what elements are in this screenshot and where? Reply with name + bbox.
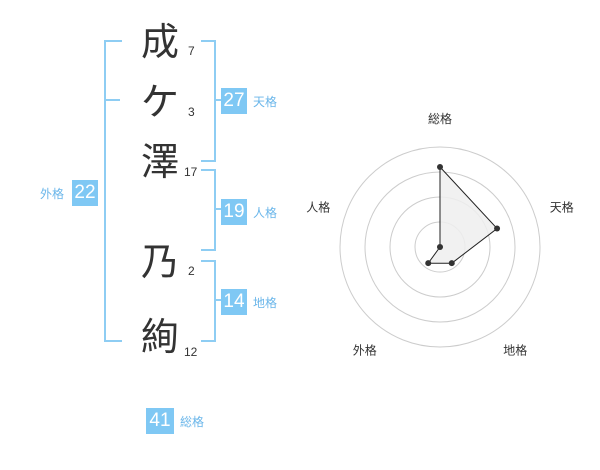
tenkaku-value: 27 xyxy=(221,88,247,114)
soukaku-value: 41 xyxy=(146,408,174,434)
chikaku-value: 14 xyxy=(221,289,247,315)
name-char-2: ケ xyxy=(140,80,179,124)
soukaku-label: 総格 xyxy=(180,415,205,429)
radar-axis-label-3: 地格 xyxy=(503,343,527,358)
radar-axis-label-1: 総格 xyxy=(428,111,452,126)
radar-point-3 xyxy=(448,260,455,267)
chikaku-bracket xyxy=(201,260,216,342)
chikaku-label: 地格 xyxy=(253,296,278,310)
radar-point-2 xyxy=(494,225,501,232)
radar-ring-4 xyxy=(339,146,541,348)
radar-axis-label-4: 外格 xyxy=(353,343,377,358)
gaikaku-bracket-mid xyxy=(104,99,120,101)
gaikaku-label: 外格 xyxy=(40,187,65,201)
radar-point-1 xyxy=(437,164,443,170)
tenkaku-bracket xyxy=(201,40,216,162)
radar-point-4 xyxy=(425,260,432,267)
jinkaku-value: 19 xyxy=(221,199,247,225)
tenkaku-connector xyxy=(215,99,221,101)
stroke-count-2: 3 xyxy=(188,105,195,119)
stroke-count-5: 12 xyxy=(184,345,198,359)
stroke-count-1: 7 xyxy=(188,44,195,58)
name-char-3: 澤 xyxy=(140,140,179,184)
radar-polygon xyxy=(427,165,498,264)
name-char-1: 成 xyxy=(140,20,179,64)
name-char-4: 乃 xyxy=(140,240,179,284)
jinkaku-connector xyxy=(215,208,221,210)
gaikaku-value: 22 xyxy=(72,180,98,206)
name-char-5: 絢 xyxy=(140,315,179,359)
chikaku-connector xyxy=(215,299,221,301)
jinkaku-label: 人格 xyxy=(253,206,278,220)
radar-axis-label-5: 人格 xyxy=(306,199,330,214)
tenkaku-label: 天格 xyxy=(253,95,278,109)
radar-axis-label-2: 天格 xyxy=(550,199,574,214)
radar-point-5 xyxy=(437,244,443,250)
stroke-count-4: 2 xyxy=(188,264,195,278)
gaikaku-bracket xyxy=(104,40,122,342)
stroke-count-3: 17 xyxy=(184,165,198,179)
jinkaku-bracket xyxy=(201,169,216,251)
